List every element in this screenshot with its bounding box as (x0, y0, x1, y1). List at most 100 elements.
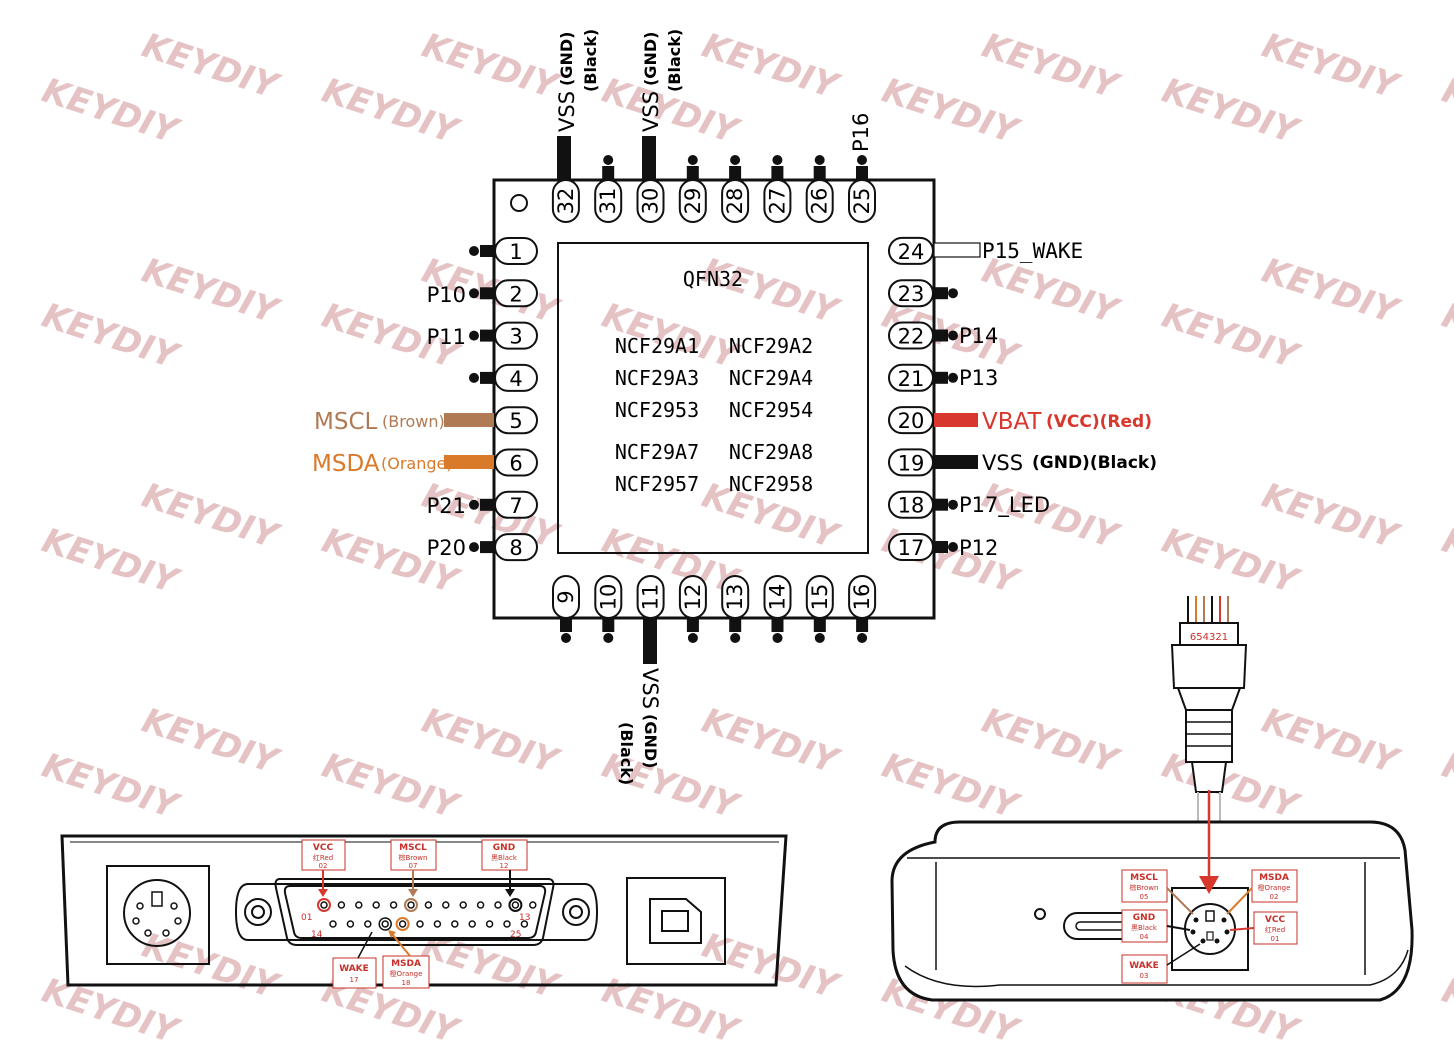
callout-num: 17 (350, 976, 359, 984)
pin-lead (771, 166, 784, 180)
watermark-text: KEYDIY (137, 26, 285, 108)
db25-pin-25-label: 25 (510, 930, 521, 940)
panel-outline (60, 834, 788, 987)
usb-b-port (626, 877, 726, 965)
gnd-arrow (1166, 925, 1191, 931)
db25-pin (381, 920, 389, 928)
pin-number: 32 (554, 188, 578, 215)
mini-din-pin (174, 917, 182, 925)
watermark-text: KEYDIY (1157, 521, 1305, 603)
pin-lead (729, 618, 742, 632)
watermark-text: KEYDIY (1437, 746, 1454, 828)
db25-pin-ring (378, 917, 392, 931)
db25-pin (355, 901, 363, 909)
gnd-label: (GND) (557, 32, 576, 86)
pin-label-vbat-detail: (VCC)(Red) (1046, 412, 1152, 432)
msda-wire (444, 455, 494, 469)
mini-din-pin (170, 902, 178, 910)
vcc-arrowhead (318, 889, 328, 897)
db25-pin (468, 920, 476, 928)
pin-pad (888, 490, 934, 519)
db25-pin (459, 901, 467, 909)
callout-name: MSDA (1259, 873, 1289, 883)
pin-dot (948, 288, 958, 299)
pin-label-msda: MSDA (312, 451, 380, 477)
led-hole (1034, 908, 1046, 920)
pin-pad (494, 406, 538, 435)
pin11-label: VSS (GND) (Black) (617, 668, 662, 785)
db25-pins (317, 898, 537, 931)
db25-pin-ring (404, 898, 418, 912)
pin-lead (602, 618, 615, 632)
pin25-label: P16 (849, 113, 873, 152)
callout-name: GND (493, 843, 515, 853)
pin32-label: VSS (GND) (Black) (555, 29, 600, 132)
callout-name: WAKE (339, 964, 369, 974)
pin-label-p20: P20 (427, 536, 466, 560)
watermark-text: KEYDIY (317, 71, 465, 153)
callout-box (1121, 869, 1168, 903)
wake-arrow (1166, 943, 1201, 966)
db25-pin (442, 901, 450, 909)
pin-pad (494, 363, 538, 392)
db25-pin-ring (508, 898, 523, 912)
pin-pad (888, 236, 934, 265)
callout-box (481, 839, 528, 871)
pin-lead (480, 541, 494, 554)
watermark-text: KEYDIY (37, 521, 185, 603)
pin-pad (888, 406, 934, 435)
watermark-text: KEYDIY (37, 296, 185, 378)
model-label: NCF29A7 (615, 440, 699, 464)
pin-lead (813, 166, 826, 180)
usb-b-tongue (661, 910, 689, 932)
watermark-text: KEYDIY (1257, 476, 1405, 558)
pin-label-p21: P21 (427, 494, 466, 518)
pin-label-p13: P13 (959, 366, 998, 390)
pin-label-vss-detail: (GND)(Black) (1032, 453, 1157, 473)
pin-dot (469, 246, 479, 256)
db25-pin (529, 901, 537, 909)
pin-lead (480, 329, 494, 342)
pin-lead (934, 498, 948, 511)
pin-pad (494, 533, 538, 562)
pin-pad (888, 448, 934, 477)
pin-number: 4 (509, 367, 522, 391)
mini-din-pin (132, 917, 140, 925)
db25-pin-14-label: 14 (311, 930, 323, 940)
watermark-text: KEYDIY (697, 251, 845, 333)
pin-label-p17-led: P17_LED (959, 493, 1050, 518)
programmer-back-panel: 01 13 14 25 VCC 红Red 02 MSCL 棕Brown 07 G… (60, 834, 788, 989)
db25-pin (389, 901, 398, 909)
db25-pin (364, 920, 372, 928)
msda-arrowhead (388, 930, 396, 938)
chip-die (557, 242, 869, 554)
pin-lead (729, 166, 742, 180)
pin-lead (560, 618, 572, 632)
device-din-pin (1200, 938, 1206, 944)
callout-num: 12 (500, 862, 509, 870)
model-label: NCF29A1 (615, 334, 699, 358)
pin-number: 10 (596, 584, 620, 611)
model-label: NCF29A3 (615, 366, 699, 390)
black-label: (Black) (617, 722, 636, 785)
pin-dot (772, 633, 783, 643)
black-label: (Black) (665, 29, 684, 92)
callout-name: VCC (1265, 915, 1286, 925)
pin-number: 8 (509, 536, 522, 560)
gnd-label: (GND) (641, 714, 660, 768)
vss-pin30-wire (642, 136, 656, 180)
callout-name: WAKE (1129, 961, 1159, 971)
callout-box (1121, 909, 1168, 943)
pin-leads (469, 155, 958, 643)
pin-number: 27 (765, 188, 789, 215)
pin-number: 23 (898, 282, 925, 306)
device-callout-vcc: VCC 红Red 01 (1253, 911, 1298, 945)
db25-pin (320, 901, 328, 909)
model-label: NCF2958 (729, 472, 813, 496)
callout-color: 棕Brown (1130, 883, 1159, 892)
watermark-text: KEYDIY (1257, 701, 1405, 783)
pin-lead (480, 498, 494, 511)
watermark-text: KEYDIY (697, 701, 845, 783)
pin-pad (494, 279, 538, 308)
device-din-pin (1224, 929, 1230, 935)
